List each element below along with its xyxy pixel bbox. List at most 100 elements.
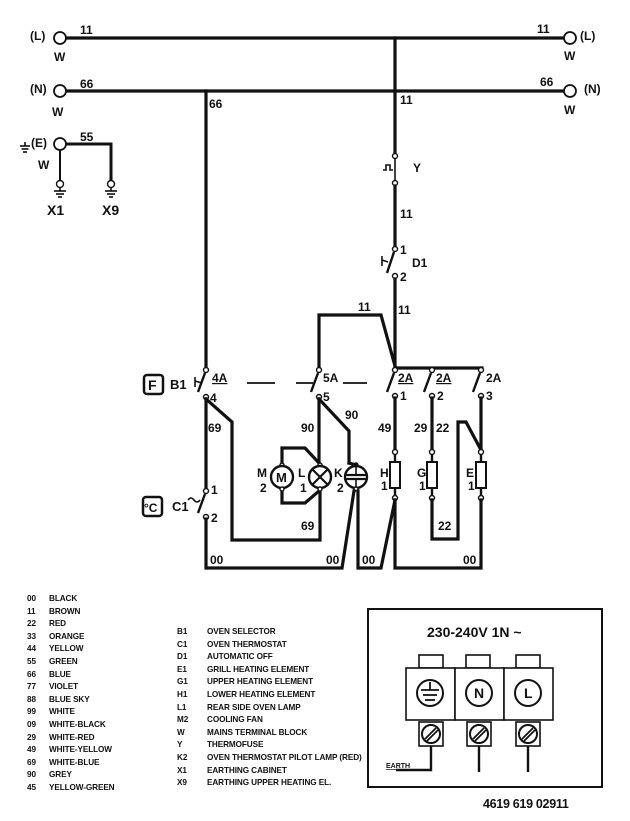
earth-point-x1 — [54, 179, 66, 198]
lamp-index: 1 — [300, 481, 307, 495]
cooling-fan-motor — [269, 462, 295, 492]
selector-f-icon — [142, 373, 165, 396]
fan-letter: M — [257, 466, 267, 480]
h-index: 1 — [381, 479, 388, 493]
d1-label: D1 — [412, 256, 428, 270]
terminal-n-label: (N) — [30, 82, 47, 96]
wire-label-69: 69 — [208, 421, 222, 435]
part-number: 4619 619 02911 — [483, 797, 569, 811]
fan-index: 2 — [260, 481, 267, 495]
wire-label-e: 55 — [80, 130, 94, 144]
pilot-index: 2 — [337, 481, 344, 495]
contact-pin-1: 1 — [400, 389, 407, 403]
thermostat-switch — [187, 487, 210, 521]
wire-label-49: 49 — [378, 421, 392, 435]
terminal-l-right-label: (L) — [580, 29, 595, 43]
terminal-n-right — [563, 84, 577, 98]
contact-rating-2a-3: 2A — [486, 371, 502, 385]
earth-label-x9: X9 — [102, 202, 119, 218]
contact-rating-5a: 5A — [323, 371, 339, 385]
wire-label-22-top: 22 — [436, 421, 450, 435]
contact-rating-2a-1: 2A — [398, 371, 414, 385]
contact-pin-3: 3 — [486, 389, 493, 403]
d1-pin-1: 1 — [400, 243, 407, 257]
contact-pin-4: 4 — [210, 391, 217, 405]
thermostat-symbol: °C — [144, 501, 158, 515]
contact-rating-2a-2: 2A — [436, 371, 452, 385]
g-to-e-wire — [430, 420, 484, 541]
c1-pin-2: 2 — [211, 511, 218, 525]
contact-rating-4a: 4A — [212, 371, 228, 385]
earth-wire-label: EARTH — [386, 763, 410, 770]
lamp-letter: L — [298, 466, 305, 480]
selector-label-b1: B1 — [170, 377, 187, 392]
neutral-bus-2 — [356, 489, 397, 570]
contact-pin-5: 5 — [323, 390, 330, 404]
terminal-l-label: (L) — [30, 29, 45, 43]
selector-contact-2a-1 — [385, 366, 399, 400]
wire-label-66-drop: 66 — [209, 97, 223, 111]
g-letter: G — [417, 466, 426, 480]
pilot-letter: K — [334, 466, 343, 480]
block-w-e: W — [38, 158, 50, 172]
h-letter: H — [380, 466, 389, 480]
wire-label-90-pilot: 90 — [345, 408, 359, 422]
wire-label-11-drop: 11 — [400, 93, 413, 107]
pilot-lamp-icon — [343, 462, 369, 492]
e-index: 1 — [468, 479, 475, 493]
voltage-label: 230-240V 1N ~ — [427, 624, 522, 640]
wire-label-00-a: 00 — [210, 553, 224, 567]
thermofuse-y — [383, 152, 399, 187]
wire-label-90-lamp: 90 — [301, 421, 315, 435]
wire-label-69-return: 69 — [301, 519, 315, 533]
terminal-e-left — [53, 137, 67, 151]
terminal-n-left — [53, 84, 67, 98]
neutral-bus-1 — [204, 489, 356, 570]
wire-label-22-bottom: 22 — [438, 519, 452, 533]
earth-symbol-icon — [20, 142, 30, 153]
selector-contact-4a — [194, 366, 210, 401]
e-letter: E — [466, 466, 474, 480]
selector-contact-2a-3 — [471, 366, 485, 400]
block-w-l: W — [54, 50, 66, 64]
fan-glyph: M — [276, 470, 287, 485]
selector-symbol: F — [148, 377, 157, 393]
thermostat-label-c1: C1 — [172, 499, 189, 514]
wire-label-n-left: 66 — [80, 77, 94, 91]
terminal-n-right-label: (N) — [584, 82, 601, 96]
fuse-label-y: Y — [413, 161, 421, 175]
wire-label-00-b: 00 — [326, 553, 340, 567]
screw-icons — [418, 721, 541, 747]
lamp-return-wire — [203, 396, 322, 542]
terminal-e-label: (E) — [31, 136, 47, 150]
contact-pin-2: 2 — [437, 389, 444, 403]
wire-label-11-loop: 11 — [358, 300, 371, 314]
g-index: 1 — [419, 479, 426, 493]
earth-label-x1: X1 — [47, 202, 64, 218]
block-w-n: W — [52, 105, 64, 119]
